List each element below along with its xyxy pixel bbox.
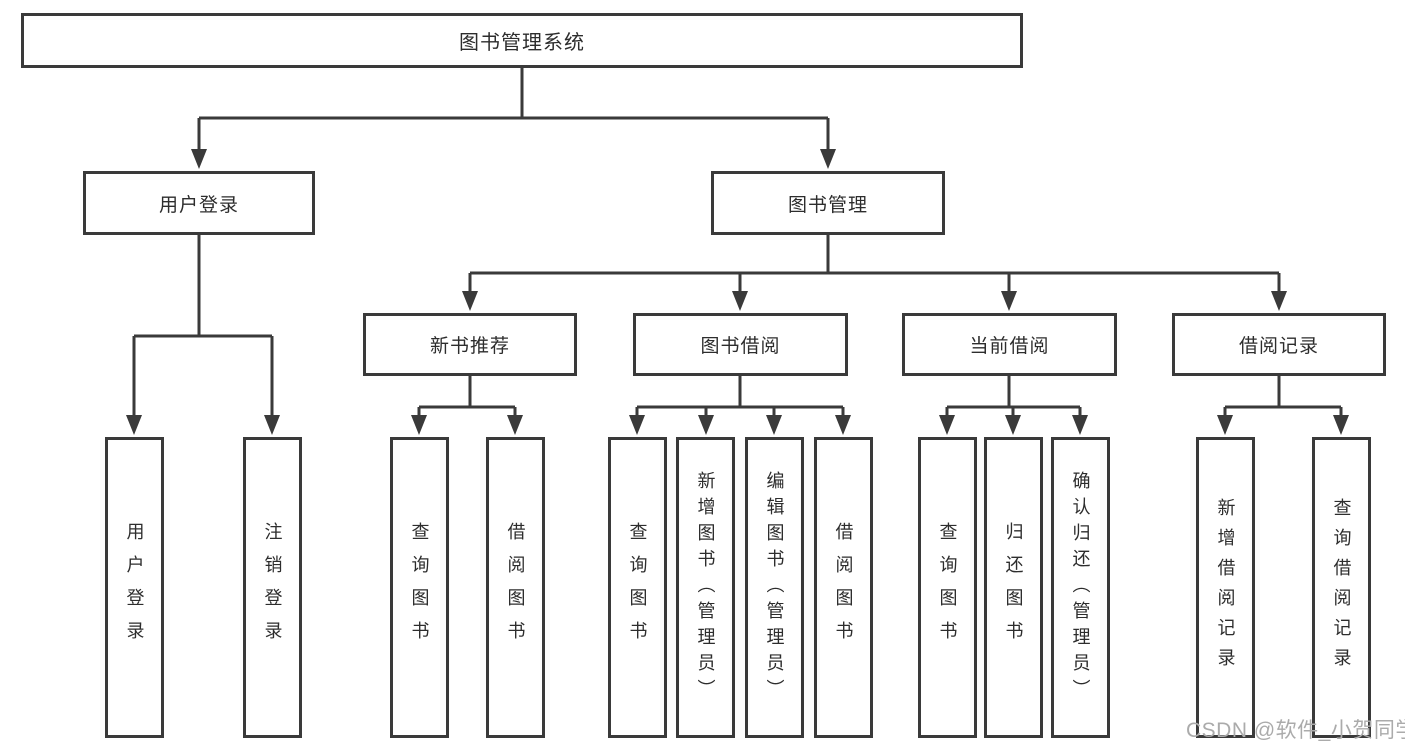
- leaf-user-login: 用户登录: [105, 437, 164, 738]
- node-borrow-records-label: 借阅记录: [1238, 336, 1319, 357]
- leaf-query-borrow-record: 查询借阅记录: [1312, 437, 1371, 738]
- node-borrow-records: 借阅记录: [1172, 313, 1386, 376]
- connector-records-to-leaves: [1217, 376, 1349, 435]
- node-root: 图书管理系统: [21, 13, 1023, 68]
- leaf-query-books-1-label: 查询图书: [409, 521, 430, 654]
- node-book-borrow: 图书借阅: [633, 313, 848, 376]
- leaf-edit-books-admin: 编辑图书（管理员）: [745, 437, 804, 738]
- leaf-confirm-return-admin-label: 确认归还（管理员）: [1070, 470, 1091, 705]
- leaf-borrow-books-2: 借阅图书: [814, 437, 873, 738]
- leaf-logout-login-label: 注销登录: [262, 521, 283, 654]
- node-current-borrow: 当前借阅: [902, 313, 1117, 376]
- node-root-label: 图书管理系统: [459, 32, 585, 54]
- leaf-add-books-admin-label: 新增图书（管理员）: [695, 470, 716, 705]
- node-new-book-recommend-label: 新书推荐: [429, 336, 510, 357]
- node-book-borrow-label: 图书借阅: [700, 336, 781, 357]
- node-new-book-recommend: 新书推荐: [363, 313, 577, 376]
- leaf-add-books-admin: 新增图书（管理员）: [676, 437, 735, 738]
- leaf-query-books-2-label: 查询图书: [627, 521, 648, 654]
- leaf-query-books-2: 查询图书: [608, 437, 667, 738]
- leaf-return-books-label: 归还图书: [1003, 521, 1024, 654]
- connector-newbooks-to-leaves: [411, 376, 523, 435]
- leaf-edit-books-admin-label: 编辑图书（管理员）: [764, 470, 785, 705]
- leaf-user-login-label: 用户登录: [124, 521, 145, 654]
- leaf-query-books-1: 查询图书: [390, 437, 449, 738]
- connector-current-to-leaves: [939, 376, 1088, 435]
- node-user-login-label: 用户登录: [158, 194, 239, 216]
- leaf-query-borrow-record-label: 查询借阅记录: [1331, 497, 1352, 678]
- node-user-login: 用户登录: [83, 171, 315, 235]
- leaf-query-books-3-label: 查询图书: [937, 521, 958, 654]
- connector-root-to-level2: [191, 68, 836, 169]
- leaf-add-borrow-record-label: 新增借阅记录: [1215, 497, 1236, 678]
- watermark-text: CSDN @软件_小贺同学: [1186, 719, 1405, 742]
- connector-borrow-to-leaves: [629, 376, 851, 435]
- connector-management-to-level3: [462, 235, 1287, 311]
- leaf-return-books: 归还图书: [984, 437, 1043, 738]
- leaf-confirm-return-admin: 确认归还（管理员）: [1051, 437, 1110, 738]
- leaf-borrow-books-1-label: 借阅图书: [505, 521, 526, 654]
- node-book-management: 图书管理: [711, 171, 945, 235]
- leaf-borrow-books-1: 借阅图书: [486, 437, 545, 738]
- leaf-borrow-books-2-label: 借阅图书: [833, 521, 854, 654]
- leaf-logout-login: 注销登录: [243, 437, 302, 738]
- leaf-query-books-3: 查询图书: [918, 437, 977, 738]
- node-current-borrow-label: 当前借阅: [969, 336, 1050, 357]
- connector-login-to-leaves: [126, 235, 280, 435]
- node-book-management-label: 图书管理: [787, 194, 868, 216]
- leaf-add-borrow-record: 新增借阅记录: [1196, 437, 1255, 738]
